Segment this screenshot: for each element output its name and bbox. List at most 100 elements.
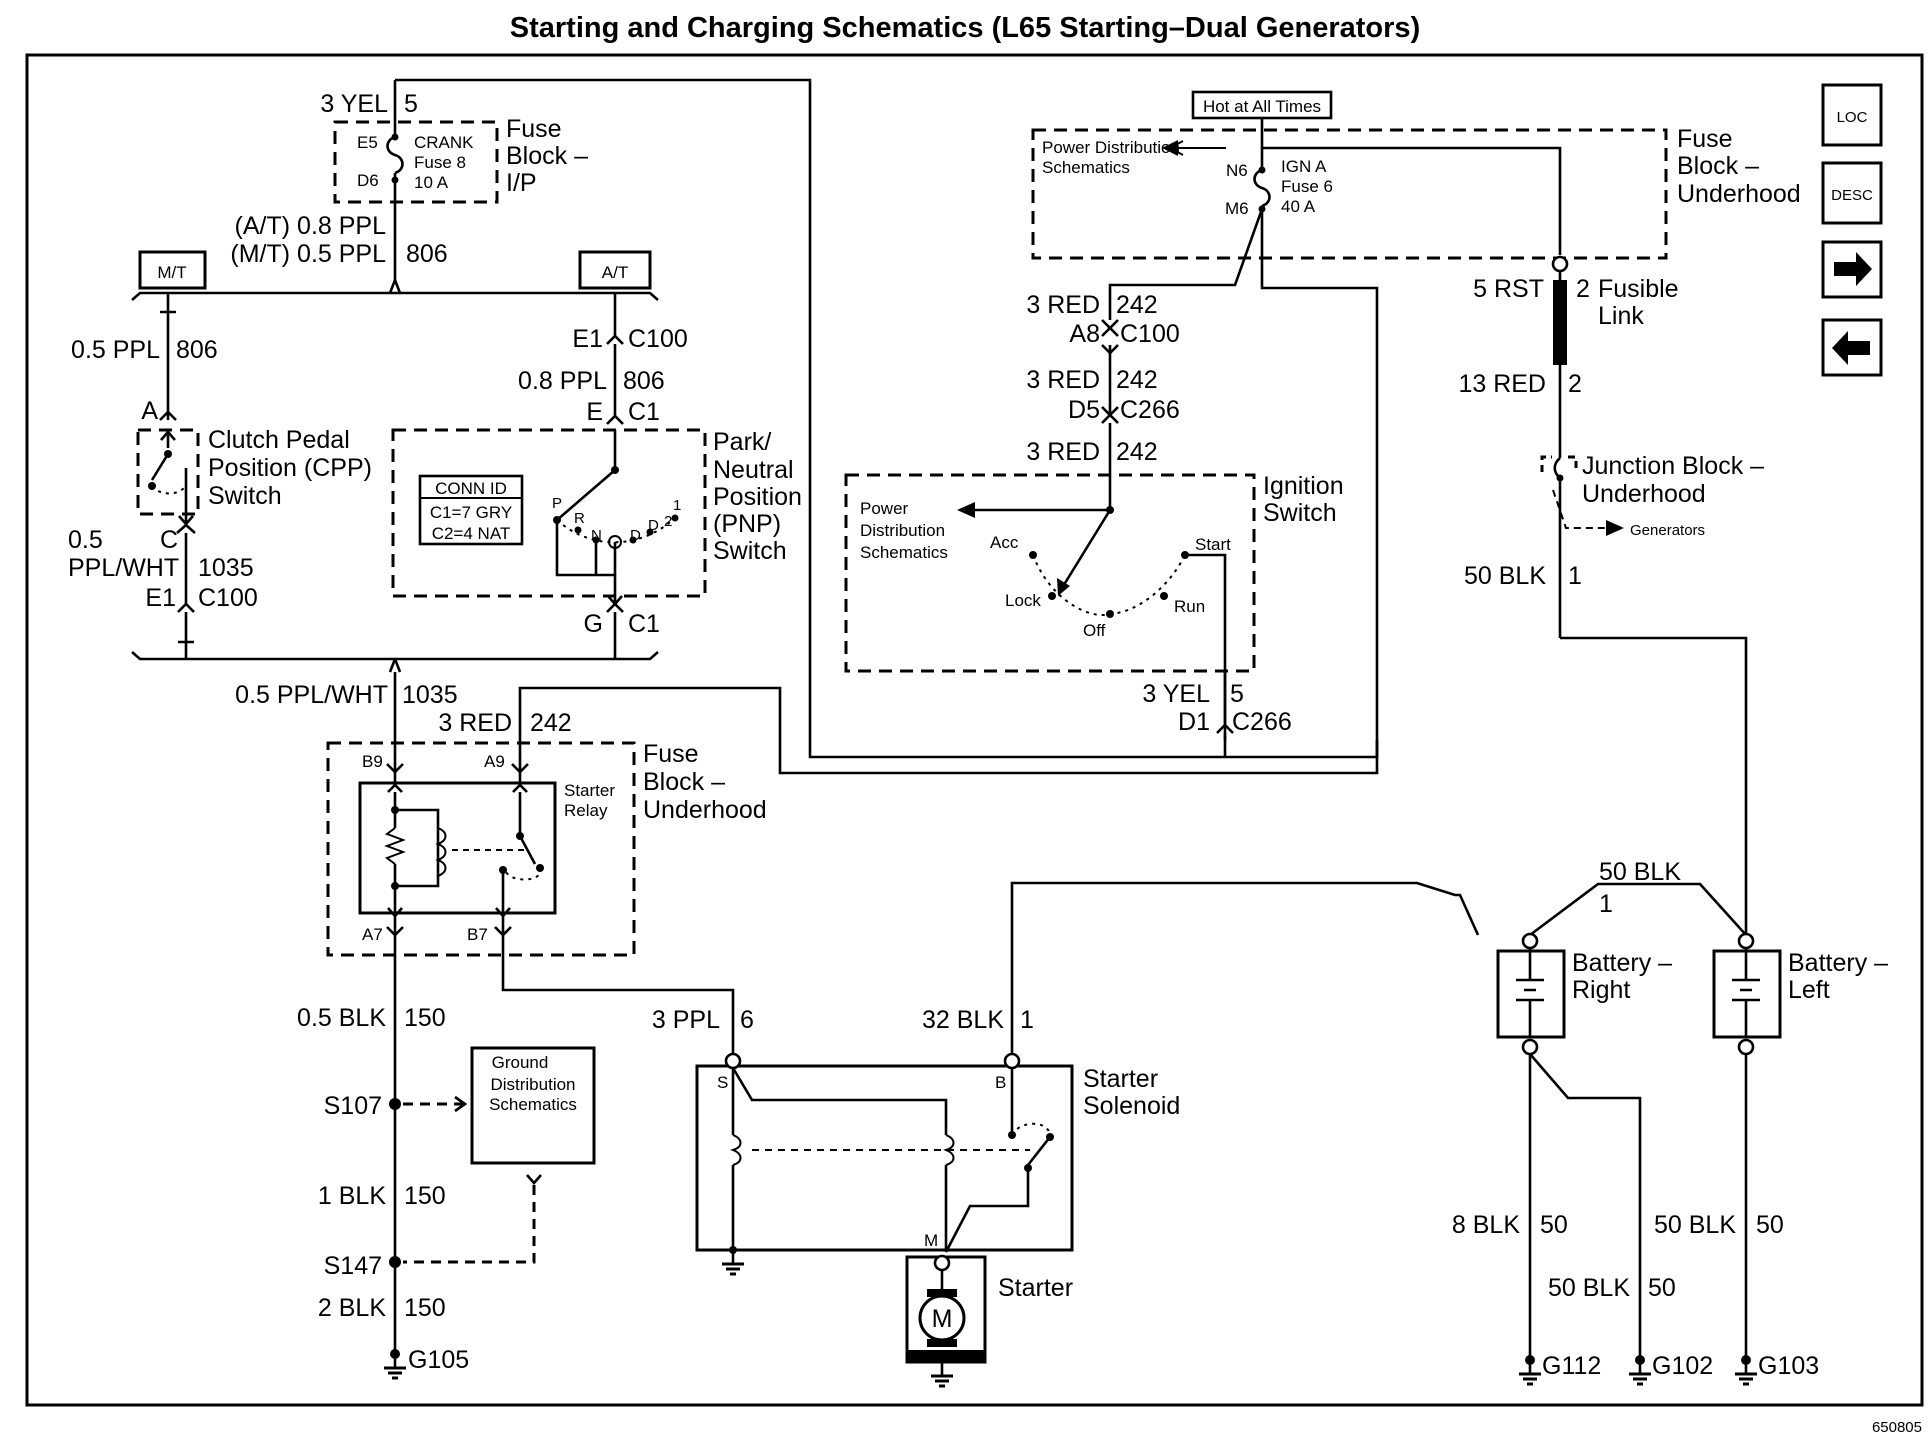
solenoid-name-1: Starter <box>1083 1065 1158 1093</box>
relay-pin-a9: A9 <box>484 752 505 771</box>
ip-fuse-block-label-1: Fuse <box>506 115 562 143</box>
pnp-pin-e: E <box>586 398 603 426</box>
uh-pds-2: Schematics <box>1042 158 1130 177</box>
right-arrow-icon <box>1834 252 1872 286</box>
pnp-pos-1: 1 <box>673 497 681 514</box>
clutch-name-2: Position (CPP) <box>208 454 372 482</box>
pnp-pin-g: G <box>584 610 603 638</box>
pnp-name-1: Park/ <box>713 428 771 456</box>
uh-block-3: Underhood <box>1677 180 1801 208</box>
merge-bracket <box>131 642 659 673</box>
clutch-name-1: Clutch Pedal <box>208 426 350 454</box>
relay-pin-b7: B7 <box>467 925 488 944</box>
pnp-pos-r: R <box>574 510 585 527</box>
pnp-pos-n: N <box>591 527 602 544</box>
ignition-feed-242: 3 RED 242 A8 C100 3 RED 242 D5 C266 3 RE… <box>1026 291 1180 510</box>
clutch-conn: C100 <box>198 584 258 612</box>
ground-circuit-2: 150 <box>404 1294 446 1322</box>
fusible-wire-bottom: 13 RED <box>1458 370 1546 398</box>
pnp-name-4: (PNP) <box>713 510 781 538</box>
pnp-name-2: Neutral <box>713 456 794 484</box>
next-arrow-button[interactable] <box>1821 240 1883 299</box>
ip-fuse-name: CRANK <box>414 133 474 152</box>
uh-block-2: Block – <box>1677 152 1759 180</box>
ground-schem-2: Distribution <box>490 1075 575 1094</box>
relay-wire-out: 0.5 BLK <box>297 1004 386 1032</box>
conn-id-title: CONN ID <box>435 479 507 498</box>
starter-motor: M Starter <box>905 1254 1073 1388</box>
ign-lock: Lock <box>1005 591 1041 610</box>
relay-pin-b9: B9 <box>362 752 383 771</box>
fusible-wire-out: 50 BLK <box>1464 562 1546 590</box>
battery-right-1: Battery – <box>1572 949 1672 977</box>
ip-fuse-block-label-2: Block – <box>506 142 588 170</box>
g102-circuit: 50 <box>1648 1274 1676 1302</box>
prev-arrow-button[interactable] <box>1821 318 1883 377</box>
ign-name-1: Ignition <box>1263 472 1344 500</box>
ip-fuse-block: 3 YEL 5 E5 D6 CRANK Fuse 8 10 A Fuse Blo… <box>230 80 588 280</box>
desc-button-label: DESC <box>1831 187 1873 204</box>
uh-fuse-amp: 40 A <box>1281 197 1316 216</box>
splice-s107: S107 <box>324 1092 382 1120</box>
fusible-name-1: Fusible <box>1598 275 1679 303</box>
uh-fuse-number: Fuse 6 <box>1281 177 1333 196</box>
clutch-pedal-switch: 0.5 PPL 806 A Clutch Pedal Position (CPP… <box>68 293 372 644</box>
mt-banner: M/T <box>157 263 186 282</box>
ignition-switch: Power Distribution Schematics Acc Lock O… <box>844 472 1344 757</box>
page-title: Starting and Charging Schematics (L65 St… <box>509 12 1421 44</box>
ip-fuse-block-label-3: I/P <box>506 169 537 197</box>
ground-g102: G102 <box>1652 1352 1713 1380</box>
clutch-pin-c: C <box>160 526 178 554</box>
fusible-wire-top: 5 RST <box>1473 275 1544 303</box>
relay-circuit-out: 150 <box>404 1004 446 1032</box>
pnp-name-3: Position <box>713 483 802 511</box>
ground-wire-2: 2 BLK <box>318 1294 386 1322</box>
ip-fuse-circuit-top: 5 <box>404 90 418 118</box>
generators-ref: Generators <box>1630 522 1705 539</box>
clutch-wire-out-2: PPL/WHT <box>68 554 179 582</box>
ign-name-2: Switch <box>1263 499 1337 527</box>
starter-circuit-s: 6 <box>740 1006 754 1034</box>
ign-pds-1: Power <box>860 499 909 518</box>
motor-symbol: M <box>932 1305 953 1333</box>
hot-at-all-times: Hot at All Times <box>1203 97 1321 116</box>
figure-number: 650805 <box>1872 1419 1922 1436</box>
g103-circuit: 50 <box>1756 1211 1784 1239</box>
jb-name-1: Junction Block – <box>1582 452 1764 480</box>
pnp-pos-2: 2 <box>664 513 672 530</box>
fusible-circuit-out: 1 <box>1568 562 1582 590</box>
ip-fuse-pin-e5: E5 <box>357 133 378 152</box>
ground-path-g105: 0.5 BLK 150 S107 Ground Distribution Sch… <box>297 935 596 1380</box>
ign-run: Run <box>1174 597 1205 616</box>
relay-circuit-in: 1035 <box>402 681 458 709</box>
conn-id-c2: C2=4 NAT <box>432 524 511 543</box>
starter-circuit-b: 1 <box>1020 1006 1034 1034</box>
fusible-link: 5 RST 2 Fusible Link 13 RED 2 Generators… <box>1458 255 1764 935</box>
battery-left-1: Battery – <box>1788 949 1888 977</box>
wire-yel-5 <box>395 78 1379 759</box>
battery-right-2: Right <box>1572 976 1630 1004</box>
ground-g103: G103 <box>1758 1352 1819 1380</box>
loc-button[interactable]: LOC <box>1821 83 1883 147</box>
ign-circuit-1: 242 <box>1116 291 1158 319</box>
ign-conn-c266: C266 <box>1232 708 1292 736</box>
starter-wire-s: 3 PPL <box>652 1006 720 1034</box>
ip-wire-at: (A/T) 0.8 PPL <box>235 212 387 240</box>
transmission-split: M/T A/T <box>131 250 659 301</box>
relay-wire-red: 3 RED <box>438 709 512 737</box>
ip-fuse-pin-d6: D6 <box>357 171 379 190</box>
ground-wire-1: 1 BLK <box>318 1182 386 1210</box>
g112-circuit: 50 <box>1540 1211 1568 1239</box>
ign-conn-c100: C100 <box>1120 320 1180 348</box>
uh-pds-1: Power Distribution <box>1042 138 1180 157</box>
pnp-switch: E1 C100 0.8 PPL 806 E C1 P R N D D 2 1 C… <box>391 293 802 645</box>
desc-button[interactable]: DESC <box>1821 161 1883 225</box>
ign-start: Start <box>1195 535 1231 554</box>
pnp-pos-d2: D <box>648 517 659 534</box>
ip-fuse-wire-top: 3 YEL <box>320 90 388 118</box>
ground-schem-1: Ground <box>492 1053 549 1072</box>
ip-fuse-amp: 10 A <box>414 173 449 192</box>
starter-wire-b: 32 BLK <box>922 1006 1004 1034</box>
ign-off: Off <box>1083 621 1106 640</box>
